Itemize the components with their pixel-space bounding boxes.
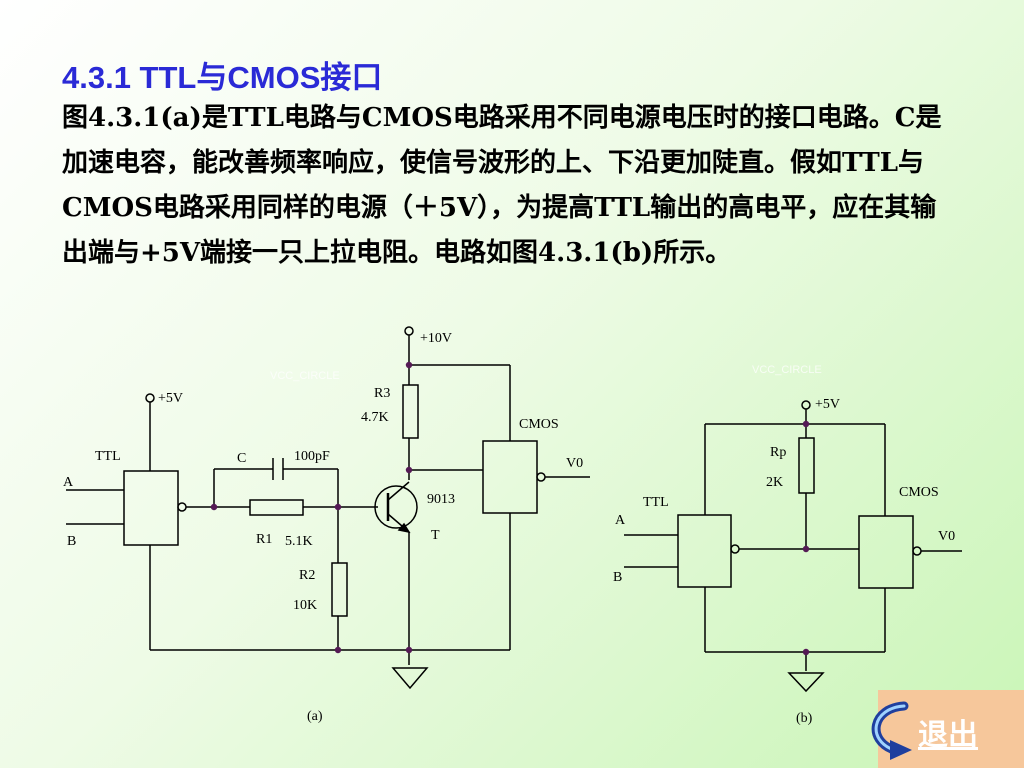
- resistor-r3: [402, 384, 419, 439]
- label-transistor-type: 9013: [427, 492, 455, 507]
- label-input-b-b: B: [613, 570, 622, 585]
- cmos-gate-b: [858, 515, 914, 589]
- label-ttl-a: TTL: [95, 449, 121, 464]
- ttl-b-output-bubble: [730, 544, 740, 554]
- label-rp-value: 2K: [766, 475, 783, 490]
- cmos-a-output-bubble: [536, 472, 546, 482]
- resistor-r1: [249, 499, 304, 516]
- caption-b: (b): [796, 711, 813, 726]
- resistor-r2: [331, 562, 348, 617]
- vcc-10v-terminal: [404, 326, 414, 336]
- label-vcc-5v-b: +5V: [815, 397, 840, 412]
- emitter-arrow-icon: [397, 522, 411, 534]
- label-r2-value: 10K: [293, 598, 317, 613]
- caption-a: (a): [307, 709, 323, 724]
- circuit-a-nodes: [210, 361, 413, 654]
- cmos-gate-a: [482, 440, 538, 514]
- vcc-5v-terminal: [145, 393, 155, 403]
- cmos-b-output-bubble: [912, 546, 922, 556]
- label-input-b-a: B: [67, 534, 76, 549]
- curved-arrow-icon: [871, 701, 912, 760]
- label-vcc-5v-a: +5V: [158, 391, 183, 406]
- circuit-a-labels: VCC_CIRCLE +10V +5V R3 4.7K CMOS V0 TTL …: [63, 331, 583, 724]
- circuit-b-labels: VCC_CIRCLE +5V Rp 2K TTL CMOS A B V0 (b): [613, 364, 955, 726]
- label-r1-value: 5.1K: [285, 534, 313, 549]
- ttl-gate-b: [677, 514, 732, 588]
- label-vcc-10v: +10V: [420, 331, 452, 346]
- circuit-b-nodes: [802, 420, 810, 656]
- label-cap-value: 100pF: [294, 449, 330, 464]
- label-output-a: V0: [566, 456, 583, 471]
- ground-symbol-b: [787, 672, 825, 693]
- vcc-5v-terminal-b: [801, 400, 811, 410]
- exit-button[interactable]: 退出: [871, 690, 1024, 768]
- body-text: 图4.3.1(a)是TTL电路与CMOS电路采用不同电源电压时的接口电路。C是加…: [62, 103, 942, 268]
- vcc-watermark-a: VCC_CIRCLE: [270, 370, 340, 382]
- label-rp-name: Rp: [770, 445, 786, 460]
- label-cmos-a: CMOS: [519, 417, 559, 432]
- transistor-9013: [374, 485, 418, 529]
- label-ttl-b: TTL: [643, 495, 669, 510]
- ttl-a-output-bubble: [177, 502, 187, 512]
- label-r2-name: R2: [299, 568, 315, 583]
- resistor-rp: [798, 437, 815, 494]
- label-r3-value: 4.7K: [361, 410, 389, 425]
- label-output-b: V0: [938, 529, 955, 544]
- circuit-a: [66, 326, 590, 690]
- label-cap-name: C: [237, 451, 246, 466]
- label-input-a-a: A: [63, 475, 74, 490]
- page-title: 4.3.1 TTL与CMOS接口: [62, 60, 383, 95]
- ttl-gate-a: [123, 470, 179, 546]
- label-cmos-b: CMOS: [899, 485, 939, 500]
- exit-label: 退出: [918, 718, 978, 753]
- label-r3-name: R3: [374, 386, 390, 401]
- ground-symbol-a: [391, 667, 429, 690]
- label-transistor-name: T: [431, 528, 440, 543]
- circuit-b: [624, 400, 962, 693]
- label-r1-name: R1: [256, 532, 272, 547]
- vcc-watermark-b: VCC_CIRCLE: [752, 364, 822, 376]
- label-input-a-b: A: [615, 513, 626, 528]
